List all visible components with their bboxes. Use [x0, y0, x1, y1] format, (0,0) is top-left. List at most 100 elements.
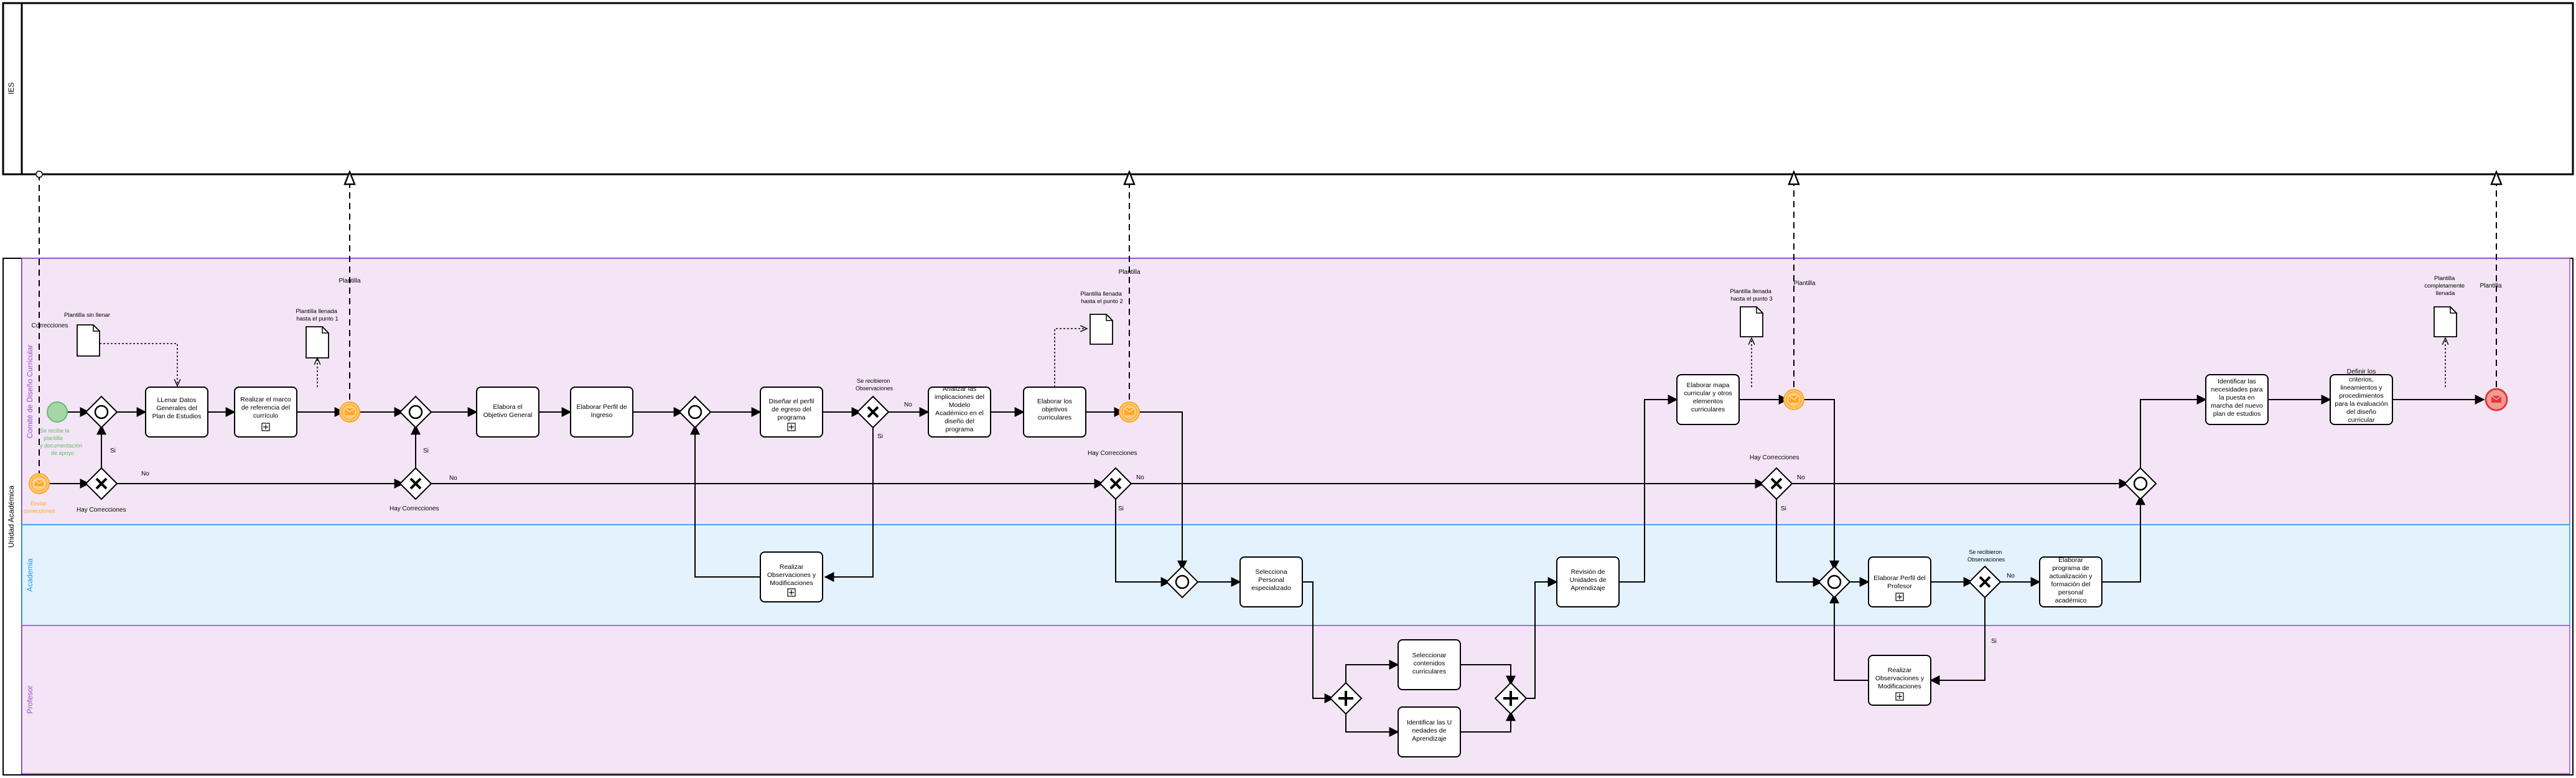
data-object-label: Plantilla llenada hasta el punto 3: [1730, 288, 1773, 302]
svg-text:Si: Si: [423, 448, 429, 454]
svg-text:Si: Si: [110, 448, 116, 454]
lane-academia-label: Academia: [26, 558, 34, 592]
gateway-exclusive-2[interactable]: [399, 467, 432, 500]
lane-profesor-label: Profesor: [26, 685, 34, 713]
message-flows: [39, 174, 2496, 476]
svg-text:Si: Si: [877, 433, 883, 440]
data-associations: [100, 329, 2445, 387]
label-plantilla-3: Plantilla: [1793, 280, 1815, 287]
data-object-label: Plantilla completamente llenada: [2424, 275, 2466, 297]
label-plantilla-2: Plantilla: [1118, 269, 1140, 276]
lane-profesor: Profesor: [21, 625, 2570, 774]
label-se-recibieron-2: Se recibieron Observaciones: [1967, 549, 2005, 563]
data-object-label: Plantilla sin llenar: [64, 312, 110, 319]
data-object-label: Plantilla llenada hasta el punto 2: [1080, 291, 1123, 305]
data-object-plantilla-sin-llenar[interactable]: [77, 324, 100, 357]
svg-text:No: No: [904, 401, 912, 408]
svg-text:No: No: [1797, 474, 1805, 481]
sequence-flows: [45, 395, 2485, 737]
svg-text:Si: Si: [1781, 505, 1786, 512]
data-object-plantilla-punto-3[interactable]: [1740, 306, 1763, 337]
svg-text:No: No: [449, 475, 457, 482]
gateway-merge-4[interactable]: [1165, 565, 1199, 599]
gateway-exclusive-6[interactable]: [1968, 565, 2002, 599]
label-hay-correcciones-3: Hay Correcciones: [1088, 450, 1137, 457]
data-object-plantilla-punto-2[interactable]: [1090, 314, 1113, 345]
gateway-merge-6[interactable]: [2124, 467, 2157, 500]
start-event-label: Se recibe la plantilla y documentación d…: [40, 428, 84, 456]
gateway-exclusive-1[interactable]: [85, 467, 118, 500]
gateway-labels: Si No Hay Correcciones Si No Hay Correcc…: [77, 378, 2015, 645]
send-corrections-event[interactable]: [29, 473, 50, 494]
label-hay-correcciones-1: Hay Correcciones: [77, 507, 126, 513]
label-correcciones: Correcciones: [32, 322, 68, 329]
message-flow-start-circle: [35, 171, 43, 178]
gateway-exclusive-4[interactable]: [1099, 467, 1132, 500]
start-event[interactable]: [47, 401, 68, 423]
intermediate-message-event-3[interactable]: [1783, 389, 1804, 410]
send-corrections-label: Enviar correcciones: [23, 500, 55, 514]
svg-text:No: No: [141, 471, 149, 477]
svg-text:Si: Si: [1991, 638, 1997, 645]
gateway-exclusive-5[interactable]: [1760, 467, 1793, 500]
pool-unidad-label: Unidad Académica: [7, 485, 16, 548]
label-hay-correcciones-4: Hay Correcciones: [1750, 454, 1799, 461]
data-object-plantilla-punto-1[interactable]: [306, 326, 329, 359]
gateway-merge-2[interactable]: [399, 395, 432, 429]
svg-text:No: No: [1136, 474, 1144, 481]
lane-comite-label: Comité de Diseño Curricular: [26, 345, 34, 439]
label-se-recibieron-1: Se recibieron Observaciones: [856, 378, 894, 391]
intermediate-message-event-1[interactable]: [339, 401, 360, 423]
gateway-merge-3[interactable]: [678, 395, 712, 429]
intermediate-message-event-2[interactable]: [1119, 401, 1140, 423]
svg-text:No: No: [2007, 573, 2015, 579]
gateway-merge-1[interactable]: [85, 395, 118, 429]
data-objects: Plantilla sin llenar Plantilla llenada h…: [64, 275, 2466, 359]
gateway-exclusive-3[interactable]: [856, 395, 890, 429]
gateway-parallel-join[interactable]: [1494, 682, 1528, 715]
end-event[interactable]: [2485, 388, 2508, 411]
data-object-plantilla-completa[interactable]: [2434, 306, 2457, 337]
pool-ies: IES: [2, 2, 2574, 176]
gateway-parallel-split[interactable]: [1329, 682, 1363, 715]
label-plantilla-1: Plantilla: [338, 278, 360, 284]
gateway-merge-5[interactable]: [1818, 565, 1851, 599]
label-hay-correcciones-2: Hay Correcciones: [390, 505, 439, 512]
